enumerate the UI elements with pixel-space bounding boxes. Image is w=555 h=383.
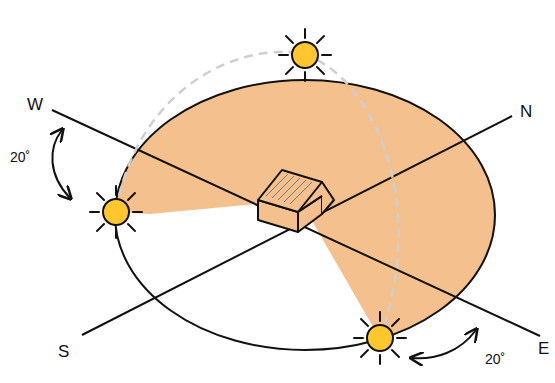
angle-arrow [52, 130, 70, 198]
south-north-axis [82, 116, 512, 335]
sun-rise [354, 312, 406, 364]
sun-path-arc [116, 52, 399, 338]
sun-noon [279, 29, 331, 81]
angle-label: 20˚ [10, 150, 30, 164]
compass-south: S [58, 343, 69, 360]
house-icon [258, 170, 334, 232]
angle-label: 20˚ [485, 352, 505, 366]
west-east-axis [52, 110, 540, 336]
compass-north: N [520, 103, 532, 120]
angle-arrow [412, 330, 476, 358]
horizon-ellipse [115, 80, 495, 350]
sun-set [90, 186, 142, 238]
compass-west: W [27, 96, 43, 113]
compass-east: E [538, 340, 549, 357]
